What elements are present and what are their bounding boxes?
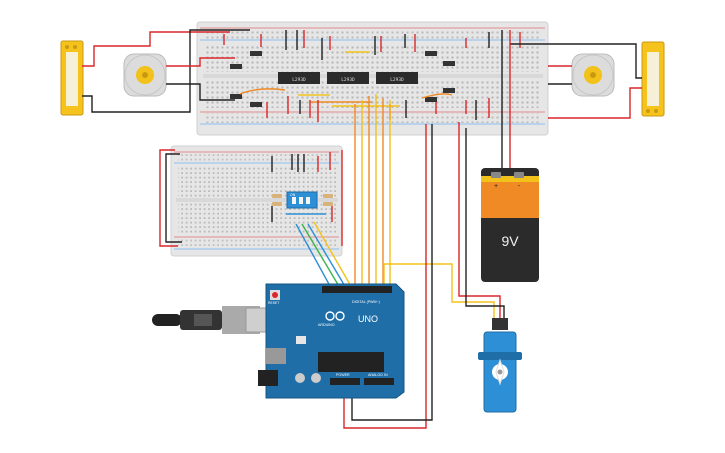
arduino-capacitor-2 (311, 373, 321, 383)
secondary-breadboard-wires (159, 149, 353, 289)
left-dc-motor[interactable] (123, 53, 167, 97)
arduino-signal-wires (343, 94, 505, 429)
battery-plus-label: + (494, 183, 498, 190)
dip-switch-label: ON (290, 193, 296, 197)
analog-label: ANALOG IN (368, 373, 388, 377)
digital-header[interactable] (322, 286, 392, 293)
motor-driver-chip-3[interactable]: L293D (376, 72, 418, 84)
arduino-power-jack (258, 370, 278, 386)
servo-motor[interactable] (478, 318, 522, 413)
motor-driver-chip-2[interactable]: L293D (327, 72, 369, 84)
reset-label: RESET (268, 301, 279, 305)
analog-header[interactable] (364, 378, 394, 385)
resistors (272, 194, 333, 206)
breadboard-jumper-wires (223, 30, 521, 122)
right-dc-motor[interactable] (571, 53, 615, 97)
arduino-uno-board[interactable]: RESET DIGITAL (PWM~) POWER ANALOG IN UNO… (258, 283, 405, 399)
right-battery-pack[interactable] (641, 41, 665, 117)
digital-label: DIGITAL (PWM~) (352, 300, 380, 304)
right-motor-wires (510, 43, 642, 119)
left-motor-wires (82, 29, 250, 113)
battery-9v[interactable]: + - 9V (481, 30, 539, 282)
battery-voltage-label: 9V (501, 233, 519, 249)
chip-3-label: L293D (390, 77, 404, 83)
arduino-logo (325, 311, 345, 321)
arduino-usb-port (266, 348, 286, 364)
arduino-crystal (296, 336, 306, 344)
arduino-capacitor (295, 373, 305, 383)
dip-switch[interactable]: ON (286, 191, 318, 209)
power-header[interactable] (330, 378, 360, 385)
left-battery-pack[interactable] (60, 40, 84, 116)
chip-2-label: L293D (341, 77, 355, 83)
motor-driver-chip-1[interactable]: L293D (278, 72, 320, 84)
battery-minus-label: - (518, 183, 521, 190)
main-breadboard[interactable] (196, 21, 549, 136)
breadboard-small-components (230, 51, 455, 107)
arduino-model-label: UNO (358, 314, 378, 324)
power-label: POWER (336, 373, 350, 377)
arduino-brand-label: ARDUINO (318, 323, 335, 327)
usb-cable (152, 306, 279, 334)
atmega-chip (318, 352, 384, 372)
chip-1-label: L293D (292, 77, 306, 83)
